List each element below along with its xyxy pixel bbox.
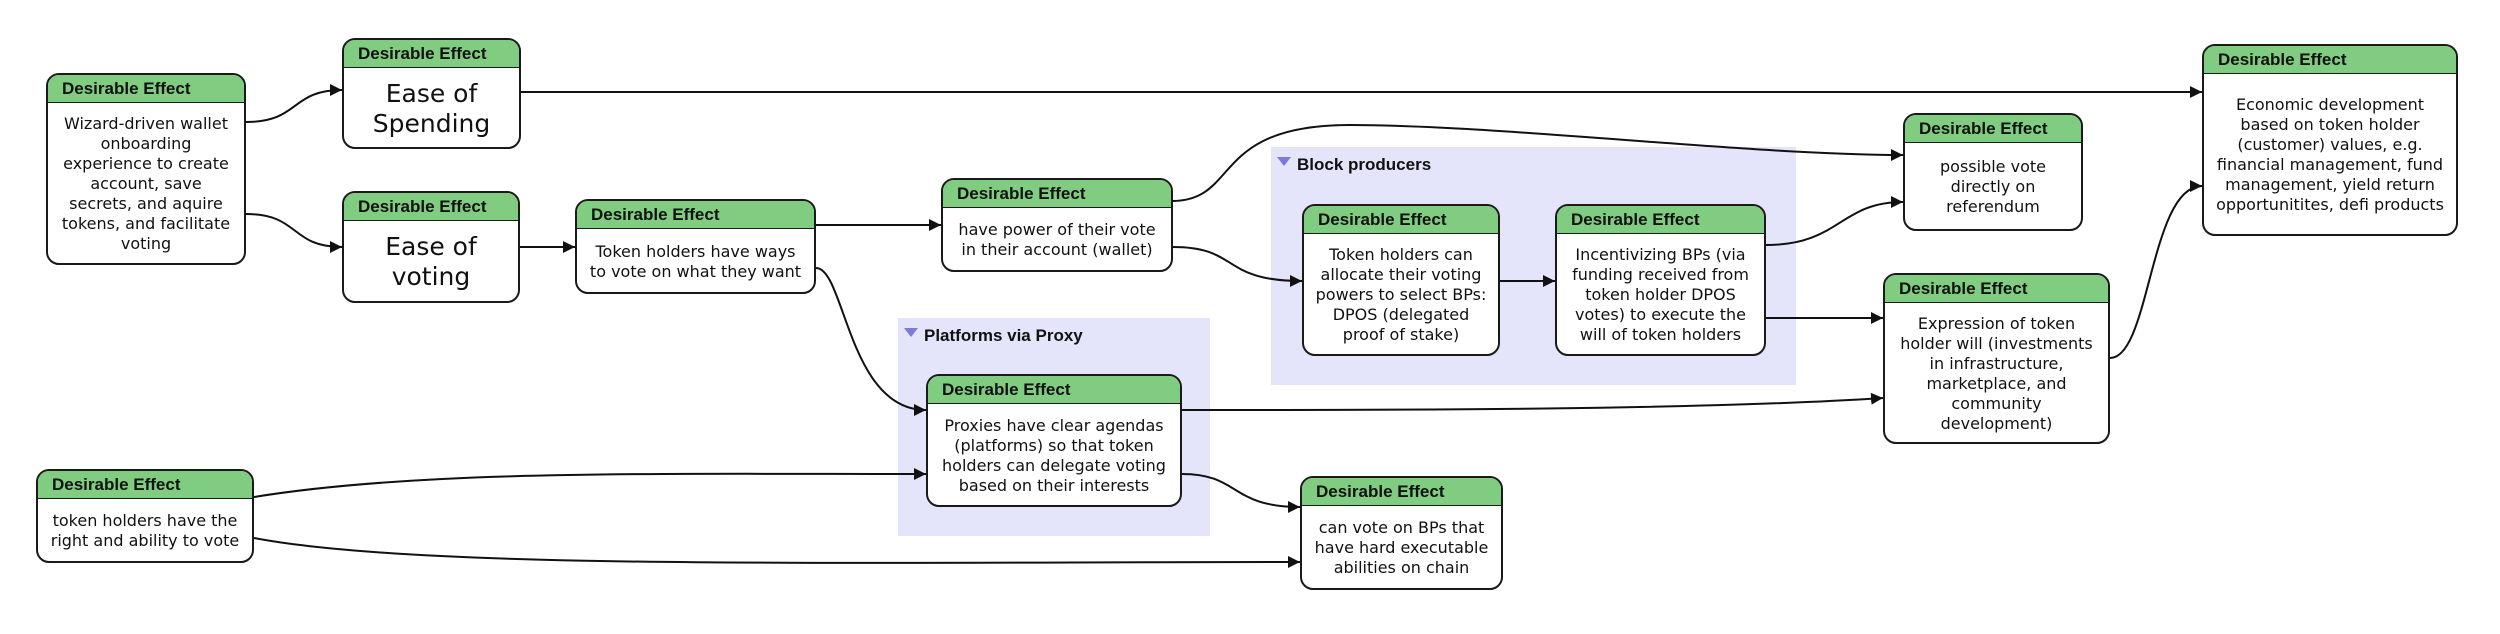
edge-power-to-allocate xyxy=(1172,246,1303,287)
node-text: Token holders have ways to vote on what … xyxy=(589,241,802,281)
node-economic-development[interactable]: Desirable Effect Economic development ba… xyxy=(2202,44,2458,236)
node-text: Economic development based on token hold… xyxy=(2216,95,2444,214)
edge-power-to-referendum xyxy=(1172,123,1904,202)
node-ways-to-vote[interactable]: Desirable Effect Token holders have ways… xyxy=(575,199,816,294)
node-text: can vote on BPs that have hard executabl… xyxy=(1314,518,1489,577)
edge-proxies-to-hardabilities xyxy=(1181,473,1301,513)
edge-right-to-hardabilities xyxy=(253,537,1301,569)
edge-proxies-to-expression xyxy=(1181,392,1884,411)
node-header: Desirable Effect xyxy=(1557,206,1764,234)
node-text: have power of their vote in their accoun… xyxy=(958,220,1156,259)
node-power-of-vote[interactable]: Desirable Effect have power of their vot… xyxy=(941,178,1173,272)
node-text: Proxies have clear agendas (platforms) s… xyxy=(942,415,1166,495)
node-header: Desirable Effect xyxy=(1885,275,2108,303)
edge-expression-to-economic xyxy=(2109,180,2203,359)
node-header: Desirable Effect xyxy=(344,40,519,68)
node-hard-executable-abilities[interactable]: Desirable Effect can vote on BPs that ha… xyxy=(1300,476,1503,590)
node-text: Ease of voting xyxy=(385,232,477,291)
node-allocate-voting-powers[interactable]: Desirable Effect Token holders can alloc… xyxy=(1302,204,1500,356)
node-header: Desirable Effect xyxy=(344,193,518,221)
node-text: Token holders can allocate their voting … xyxy=(1315,245,1487,344)
node-ease-of-spending[interactable]: Desirable Effect Ease of Spending xyxy=(342,38,521,149)
node-header: Desirable Effect xyxy=(1302,478,1501,506)
node-header: Desirable Effect xyxy=(38,471,252,499)
node-text: Wizard-driven wallet onboarding experien… xyxy=(61,114,231,253)
node-header: Desirable Effect xyxy=(577,201,814,229)
edge-right-to-proxies xyxy=(253,467,927,498)
node-header: Desirable Effect xyxy=(943,180,1171,208)
edge-ways-to-proxies xyxy=(815,267,927,416)
node-header: Desirable Effect xyxy=(1905,115,2081,143)
edge-incentivizing-to-referendum xyxy=(1765,196,1904,246)
group-title: Block producers xyxy=(1297,155,1432,174)
node-header: Desirable Effect xyxy=(2204,46,2456,74)
node-text: Ease of Spending xyxy=(372,78,491,138)
node-proxies-agendas[interactable]: Desirable Effect Proxies have clear agen… xyxy=(926,374,1182,507)
edge-wizard-to-voting xyxy=(245,213,343,253)
collapse-triangle-icon[interactable] xyxy=(904,328,918,337)
node-text: token holders have the right and ability… xyxy=(50,511,240,550)
node-header: Desirable Effect xyxy=(48,75,244,103)
node-header: Desirable Effect xyxy=(928,376,1180,404)
node-text: Incentivizing BPs (via funding received … xyxy=(1572,245,1749,344)
node-right-to-vote[interactable]: Desirable Effect token holders have the … xyxy=(36,469,254,563)
node-wizard-wallet[interactable]: Desirable Effect Wizard-driven wallet on… xyxy=(46,73,246,265)
group-title: Platforms via Proxy xyxy=(924,326,1083,345)
node-expression-of-will[interactable]: Desirable Effect Expression of token hol… xyxy=(1883,273,2110,444)
node-ease-of-voting[interactable]: Desirable Effect Ease of voting xyxy=(342,191,520,303)
node-header: Desirable Effect xyxy=(1304,206,1498,234)
node-incentivizing-bps[interactable]: Desirable Effect Incentivizing BPs (via … xyxy=(1555,204,1766,356)
node-vote-on-referendum[interactable]: Desirable Effect possible vote directly … xyxy=(1903,113,2083,231)
node-text: possible vote directly on referendum xyxy=(1940,157,2046,216)
node-text: Expression of token holder will (investm… xyxy=(1900,313,2093,433)
collapse-triangle-icon[interactable] xyxy=(1277,157,1291,166)
edge-wizard-to-spending xyxy=(245,84,343,123)
